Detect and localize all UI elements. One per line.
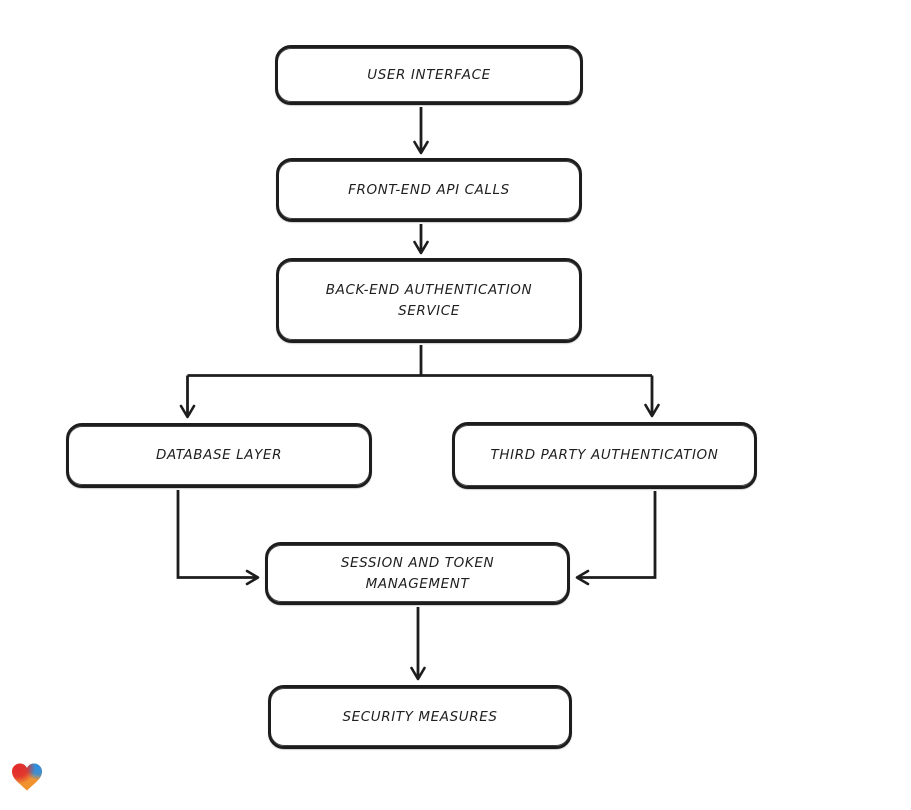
node-front-end-api-calls-label: FRONT-END API CALLS — [348, 181, 510, 198]
node-session-and-token-management-label: SESSION AND TOKEN MANAGEMENT — [340, 554, 495, 592]
node-back-end-authentication-service[interactable]: BACK-END AUTHENTICATION SERVICE — [276, 258, 582, 343]
edge-database-to-session — [176, 490, 260, 586]
gradient-heart-logo[interactable] — [12, 763, 42, 792]
node-security-measures-label: SECURITY MEASURES — [342, 708, 498, 725]
node-back-end-authentication-service-label: BACK-END AUTHENTICATION SERVICE — [325, 281, 533, 319]
node-security-measures[interactable]: SECURITY MEASURES — [268, 685, 572, 749]
node-session-and-token-management[interactable]: SESSION AND TOKEN MANAGEMENT — [265, 542, 570, 605]
node-third-party-authentication-label: THIRD PARTY AUTHENTICATION — [490, 447, 719, 464]
node-database-layer[interactable]: DATABASE LAYER — [66, 423, 372, 488]
node-user-interface[interactable]: USER INTERFACE — [275, 45, 583, 105]
node-user-interface-label: USER INTERFACE — [367, 66, 491, 83]
node-database-layer-label: DATABASE LAYER — [155, 447, 283, 464]
node-third-party-authentication[interactable]: THIRD PARTY AUTHENTICATION — [452, 422, 757, 489]
node-front-end-api-calls[interactable]: FRONT-END API CALLS — [276, 158, 582, 222]
edge-thirdparty-to-session — [575, 491, 657, 586]
